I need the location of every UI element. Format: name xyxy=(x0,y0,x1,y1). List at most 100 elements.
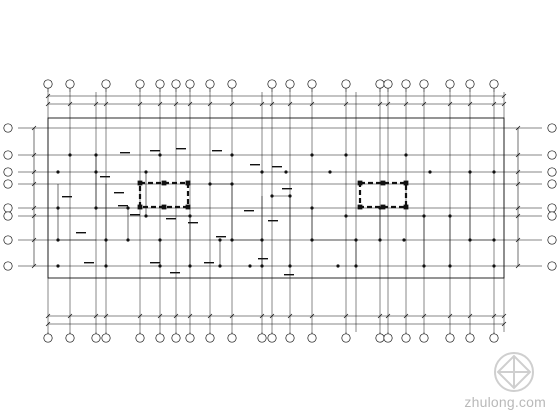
axis-bubbles-left xyxy=(3,123,13,271)
axis-bubble xyxy=(341,79,351,89)
dim-tick xyxy=(137,101,143,107)
axis-bubble xyxy=(307,333,317,343)
column-dot xyxy=(208,182,212,186)
column-dot xyxy=(188,264,192,268)
dim-tick xyxy=(515,213,521,219)
column-dot xyxy=(56,264,60,268)
dimension-lines xyxy=(33,95,519,325)
axis-bubble xyxy=(547,203,557,213)
axis-bubble xyxy=(401,79,411,89)
annotation-mark xyxy=(268,220,278,222)
axis-bubble xyxy=(547,235,557,245)
axis-bubbles-right xyxy=(547,123,557,271)
axis-bubble xyxy=(547,167,557,177)
annotation-mark xyxy=(62,196,72,198)
column-dot xyxy=(328,170,332,174)
axis-bubble xyxy=(489,79,499,89)
core-column xyxy=(380,180,386,186)
column-dot xyxy=(158,238,162,242)
core-column xyxy=(161,204,167,210)
horizontal-axis-lines xyxy=(18,127,542,267)
dim-tick xyxy=(187,313,193,319)
dim-tick xyxy=(45,313,51,319)
column-dot xyxy=(218,238,222,242)
axis-bubble xyxy=(547,150,557,160)
column-dot xyxy=(94,206,98,210)
annotation-mark xyxy=(176,148,186,150)
annotation-mark xyxy=(204,262,214,264)
axis-bubble xyxy=(547,179,557,189)
dim-tick xyxy=(309,101,315,107)
watermark-text: zhulong.com xyxy=(464,394,546,410)
dim-tick xyxy=(157,313,163,319)
dim-tick xyxy=(421,101,427,107)
dim-tick xyxy=(31,169,37,175)
dimension-ticks xyxy=(31,93,521,327)
dim-tick xyxy=(377,313,383,319)
column-dot xyxy=(354,264,358,268)
column-dot xyxy=(288,264,292,268)
axis-bubble xyxy=(3,150,13,160)
column-dot xyxy=(378,238,382,242)
dim-tick xyxy=(45,93,51,99)
axis-bubble xyxy=(285,333,295,343)
column-dot xyxy=(56,170,60,174)
dim-tick xyxy=(187,101,193,107)
dim-tick xyxy=(515,237,521,243)
axis-bubble xyxy=(267,333,277,343)
dim-tick xyxy=(173,101,179,107)
axis-bubble xyxy=(419,333,429,343)
axis-bubble xyxy=(419,79,429,89)
annotation-mark xyxy=(84,262,94,264)
annotation-mark xyxy=(150,262,160,264)
column-dot xyxy=(310,238,314,242)
dim-tick xyxy=(501,93,507,99)
annotation-mark xyxy=(100,176,110,178)
dim-tick xyxy=(103,313,109,319)
core-column xyxy=(357,204,363,210)
dim-tick xyxy=(173,313,179,319)
column-dot xyxy=(158,264,162,268)
dim-tick xyxy=(31,181,37,187)
column-dot xyxy=(448,214,452,218)
column-dot xyxy=(218,264,222,268)
annotation-mark xyxy=(282,188,292,190)
axis-bubble xyxy=(3,179,13,189)
column-dot xyxy=(230,182,234,186)
axis-bubble xyxy=(101,79,111,89)
column-dot xyxy=(260,238,264,242)
column-dot xyxy=(310,206,314,210)
axis-bubble xyxy=(547,211,557,221)
dim-tick xyxy=(67,313,73,319)
dim-tick xyxy=(269,313,275,319)
annotation-mark xyxy=(130,214,140,216)
axis-bubble xyxy=(307,79,317,89)
column-dot xyxy=(126,206,130,210)
dim-tick xyxy=(403,101,409,107)
axis-bubble xyxy=(445,79,455,89)
dim-tick xyxy=(309,313,315,319)
core-column xyxy=(380,204,386,210)
axis-bubble xyxy=(489,333,499,343)
annotation-mark xyxy=(244,210,254,212)
dim-tick xyxy=(137,313,143,319)
dim-tick xyxy=(491,101,497,107)
column-dot xyxy=(354,238,358,242)
dim-tick xyxy=(403,313,409,319)
annotation-mark xyxy=(170,272,180,274)
dim-tick xyxy=(491,313,497,319)
column-dot xyxy=(422,214,426,218)
column-dot xyxy=(260,264,264,268)
column-dot xyxy=(492,238,496,242)
axis-bubble xyxy=(135,333,145,343)
axis-bubble xyxy=(383,333,393,343)
column-dot xyxy=(188,214,192,218)
column-dot xyxy=(422,264,426,268)
axis-bubble xyxy=(375,333,385,343)
column-dot xyxy=(344,153,348,157)
dim-tick xyxy=(467,313,473,319)
axis-bubble xyxy=(171,333,181,343)
annotation-mark xyxy=(166,218,176,220)
axis-bubble xyxy=(43,333,53,343)
